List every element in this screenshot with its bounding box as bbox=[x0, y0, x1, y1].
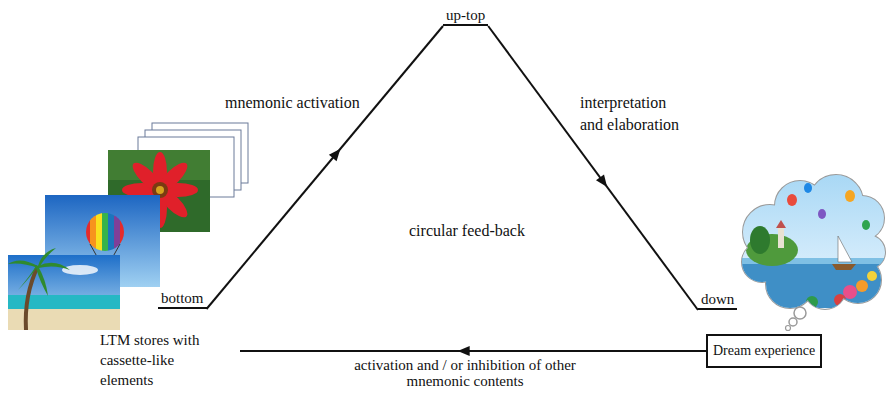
flower-photo-part-part bbox=[155, 159, 192, 196]
dream-cloud-part-part bbox=[867, 271, 877, 281]
dream-cloud-part bbox=[740, 175, 890, 315]
balloon-photo-part bbox=[84, 210, 126, 255]
dream-box: Dream experience bbox=[706, 334, 822, 368]
balloon-photo-part-part bbox=[102, 210, 108, 255]
dream-cloud-part-part bbox=[838, 236, 852, 262]
dream-cloud-part-part bbox=[778, 228, 784, 248]
edge-label: mnemonic activation bbox=[225, 92, 360, 114]
beach-photo-part-part bbox=[38, 263, 70, 270]
dream-cloud-part-part bbox=[832, 264, 856, 270]
node-text: LTM stores with cassette-like elements bbox=[100, 330, 212, 390]
arrowhead bbox=[596, 174, 607, 187]
dream-cloud-part bbox=[786, 326, 791, 331]
beach-photo bbox=[8, 248, 120, 330]
balloon-photo-part-part bbox=[108, 210, 114, 255]
dream-cloud-part-part bbox=[856, 280, 868, 292]
dream-cloud-part-part bbox=[776, 220, 786, 228]
dream-cloud-part-part bbox=[862, 220, 870, 230]
beach-photo-part bbox=[26, 266, 38, 330]
arrowhead bbox=[329, 149, 341, 161]
connector-line bbox=[488, 26, 698, 310]
balloon-photo-part-part bbox=[114, 210, 120, 255]
arrowhead bbox=[458, 346, 470, 356]
balloon-photo-part-part bbox=[96, 210, 102, 255]
flower-photo-part-part bbox=[155, 185, 192, 222]
beach-photo-part bbox=[8, 255, 120, 330]
dream-cloud-part-part bbox=[806, 296, 818, 308]
dream-cloud-part bbox=[794, 307, 806, 319]
node-text: bottom bbox=[161, 289, 204, 307]
connector bbox=[488, 26, 698, 310]
connector-line bbox=[240, 350, 706, 352]
node-text: up-top bbox=[446, 6, 485, 24]
balloon-photo-part-part bbox=[84, 210, 90, 255]
connector bbox=[240, 346, 706, 356]
flower-photo-part bbox=[156, 186, 164, 194]
center-label: circular feed-back bbox=[409, 221, 525, 241]
dream-cloud-part-part bbox=[787, 194, 797, 206]
dream-cloud-part-part bbox=[845, 190, 855, 202]
beach-photo-part-part bbox=[38, 248, 56, 266]
vertex-label: bottom bbox=[158, 289, 207, 309]
dream-cloud-part-part bbox=[750, 226, 770, 254]
beach-photo-part-part bbox=[8, 260, 38, 268]
node-text: down bbox=[701, 290, 734, 308]
node-text: Dream experience bbox=[713, 342, 815, 360]
dream-cloud-part bbox=[789, 318, 797, 326]
beach-photo-part bbox=[8, 248, 70, 296]
connector-line bbox=[207, 26, 443, 309]
balloon-photo-part-part bbox=[120, 210, 126, 255]
dream-cloud-part-part bbox=[740, 258, 890, 308]
flower-photo-part-part bbox=[129, 159, 166, 196]
vertex-label: up-top bbox=[443, 6, 488, 26]
edge-label: activation and / or inhibition of other … bbox=[345, 357, 585, 389]
beach-photo-part bbox=[62, 265, 98, 275]
beach-photo-part-part bbox=[36, 266, 48, 296]
balloon-photo-part-part bbox=[90, 210, 96, 255]
vertex-label: down bbox=[698, 290, 737, 310]
dream-cloud-part-part bbox=[740, 175, 890, 315]
memory-store-label: LTM stores with cassette-like elements bbox=[100, 330, 240, 390]
connector bbox=[207, 26, 443, 309]
edge-label: interpretation and elaboration bbox=[580, 92, 692, 136]
beach-photo-part-part bbox=[18, 266, 38, 290]
dream-cloud-part-part bbox=[818, 209, 826, 219]
dream-cloud bbox=[740, 175, 890, 331]
dream-cloud-part-part bbox=[804, 183, 812, 193]
dream-cloud-part-part bbox=[834, 294, 846, 306]
